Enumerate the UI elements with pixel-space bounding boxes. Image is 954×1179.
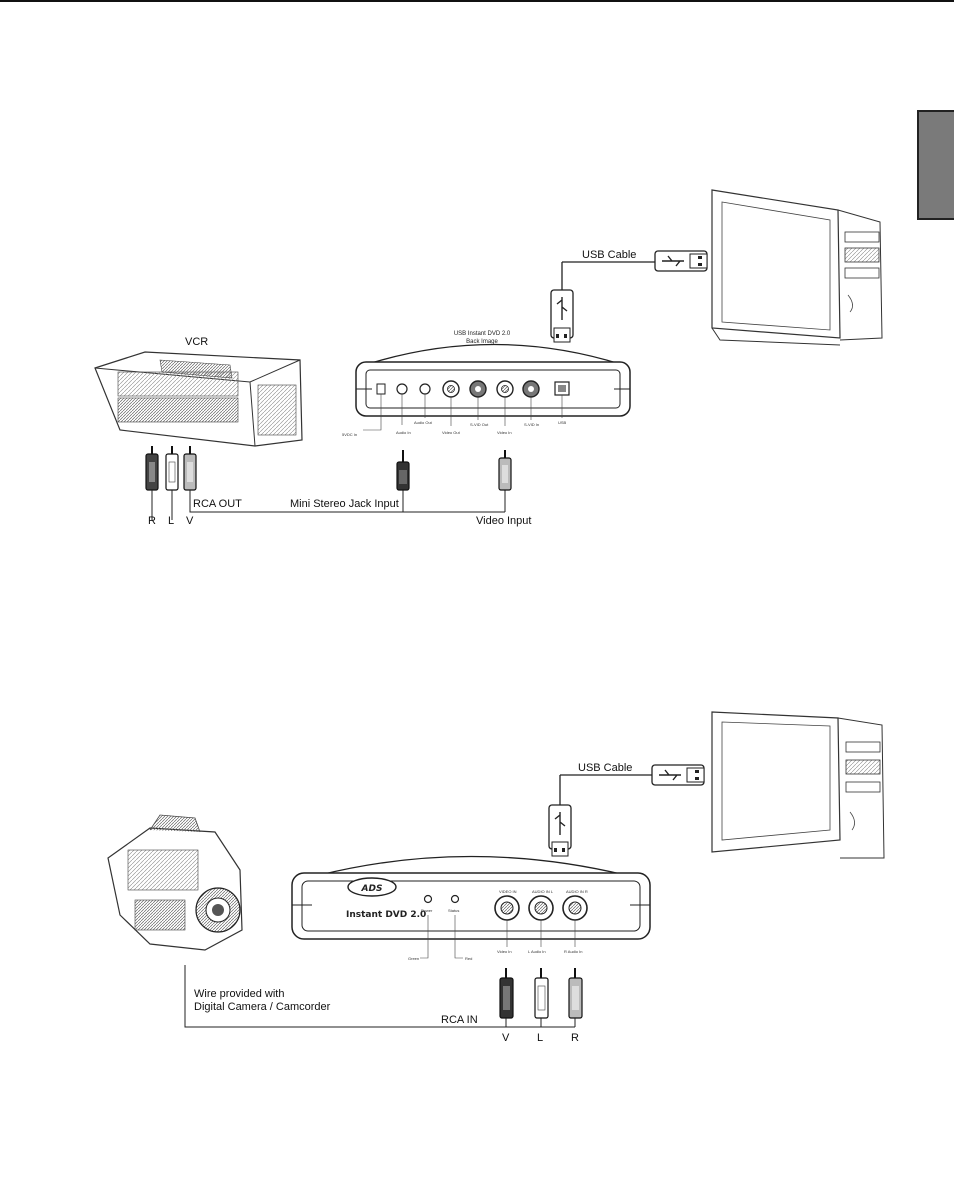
usb-plug-vertical-2 <box>548 804 572 857</box>
usb-plug-vertical <box>550 289 574 343</box>
rca-plug-v <box>183 446 197 491</box>
led-status-note: Red <box>465 956 472 961</box>
jack-label-video-in: Video In <box>497 949 512 954</box>
computer-icon-2 <box>711 711 885 859</box>
mini-jack-plug <box>396 450 410 491</box>
usb-plug-horizontal <box>654 250 708 272</box>
port-label-audio-in: Audio In <box>396 430 411 435</box>
connector-l-label-2: L <box>537 1032 543 1044</box>
port-label-usb: USB <box>558 420 567 425</box>
computer-icon <box>711 189 883 346</box>
chapter-side-tab <box>917 110 954 220</box>
jack-top-label-audio-r: AUDIO IN R <box>566 889 588 894</box>
usb-cable-label-2: USB Cable <box>578 762 632 774</box>
port-label-dc: 5VDC In <box>342 432 357 437</box>
audio-in-port-icon <box>396 383 408 395</box>
connector-r-label-2: R <box>571 1032 579 1044</box>
jack-top-label-video: VIDEO IN <box>499 889 517 894</box>
video-input-label: Video Input <box>476 515 531 527</box>
status-led-icon <box>450 894 460 904</box>
jack-top-label-audio-l: AUDIO IN L <box>532 889 554 894</box>
led-power-label: Power <box>421 908 433 913</box>
diagram-camcorder-connection: USB Cable ADS <box>107 711 885 1044</box>
rca-plug-r-2 <box>568 968 583 1019</box>
port-label-audio-out: Audio Out <box>414 420 433 425</box>
port-label-svid-in: S-VID In <box>524 422 539 427</box>
ads-logo-icon <box>347 877 397 897</box>
connector-v-label-2: V <box>502 1032 510 1044</box>
instant-dvd-device-back <box>355 343 631 431</box>
led-status-label: Status <box>448 908 459 913</box>
vcr-icon <box>94 351 303 447</box>
rca-out-label: RCA OUT <box>193 498 242 510</box>
jack-label-audio-r: R Audio In <box>564 949 582 954</box>
usb-cable-label: USB Cable <box>582 249 636 261</box>
page-top-rule <box>0 0 954 2</box>
instant-dvd-device-front: ADS Instant DVD 2.0 Power Status <box>291 855 651 959</box>
connector-r-label: R <box>148 515 156 527</box>
product-name: Instant DVD 2.0 <box>346 910 426 920</box>
usb-cable-wire <box>561 261 655 290</box>
wire-note-line1: Wire provided with <box>194 988 284 1000</box>
usb-plug-horizontal-2 <box>651 764 705 786</box>
rca-wires <box>151 490 506 520</box>
video-input-plug <box>498 450 512 491</box>
brand-logo-text: ADS <box>361 884 383 894</box>
dc-in-port-icon <box>376 383 386 395</box>
diagram-vcr-connection: USB Cable USB Instant DVD 2.0 Back Image <box>94 189 883 527</box>
rca-plug-l <box>165 446 179 491</box>
rca-plug-v-2 <box>499 968 514 1019</box>
port-label-svid-out: S-VID Out <box>470 422 489 427</box>
camcorder-icon <box>107 814 243 951</box>
led-power-note: Green <box>408 956 419 961</box>
audio-out-port-icon <box>419 383 431 395</box>
rca-in-label: RCA IN <box>441 1014 478 1026</box>
rca-plug-r <box>145 446 159 491</box>
power-led-icon <box>423 894 433 904</box>
mini-jack-label: Mini Stereo Jack Input <box>290 498 399 510</box>
port-label-video-in: Video In <box>497 430 512 435</box>
vcr-label: VCR <box>185 336 208 348</box>
usb-cable-wire-2 <box>559 774 652 805</box>
rca-wires-2 <box>184 965 576 1028</box>
rca-plug-l-2 <box>534 968 549 1019</box>
device-caption-line2: Back Image <box>466 339 498 345</box>
wire-note-line2: Digital Camera / Camcorder <box>194 1001 331 1013</box>
jack-label-audio-l: L Audio In <box>528 949 546 954</box>
connector-v-label: V <box>186 515 194 527</box>
connector-l-label: L <box>168 515 174 527</box>
port-label-video-out: Video Out <box>442 430 461 435</box>
device-caption-line1: USB Instant DVD 2.0 <box>454 331 511 337</box>
